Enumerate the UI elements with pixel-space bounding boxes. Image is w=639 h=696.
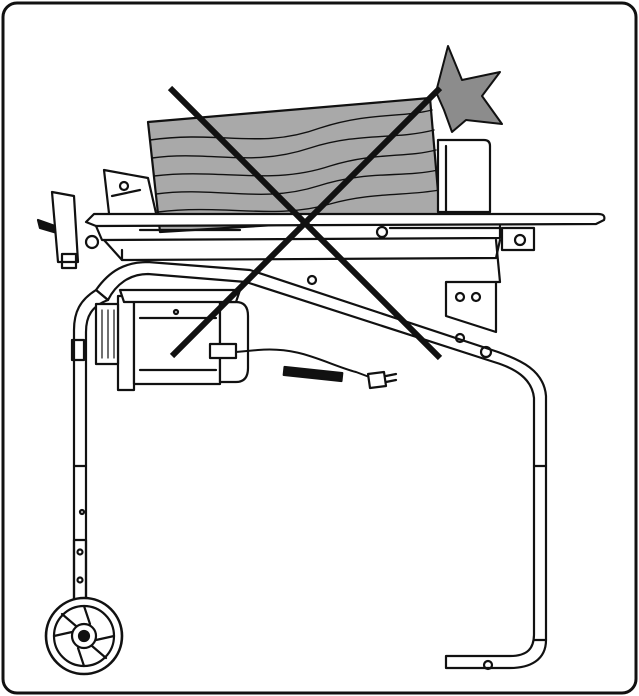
impact-icon (435, 45, 503, 133)
wheel-icon (44, 596, 124, 676)
wedge-block (436, 138, 492, 214)
leg-plate (444, 280, 498, 334)
lever-handle (36, 190, 100, 270)
motor (94, 288, 250, 392)
power-cord (235, 348, 398, 390)
splitter-beam (84, 212, 606, 284)
prohibition-cross-icon (167, 85, 443, 361)
